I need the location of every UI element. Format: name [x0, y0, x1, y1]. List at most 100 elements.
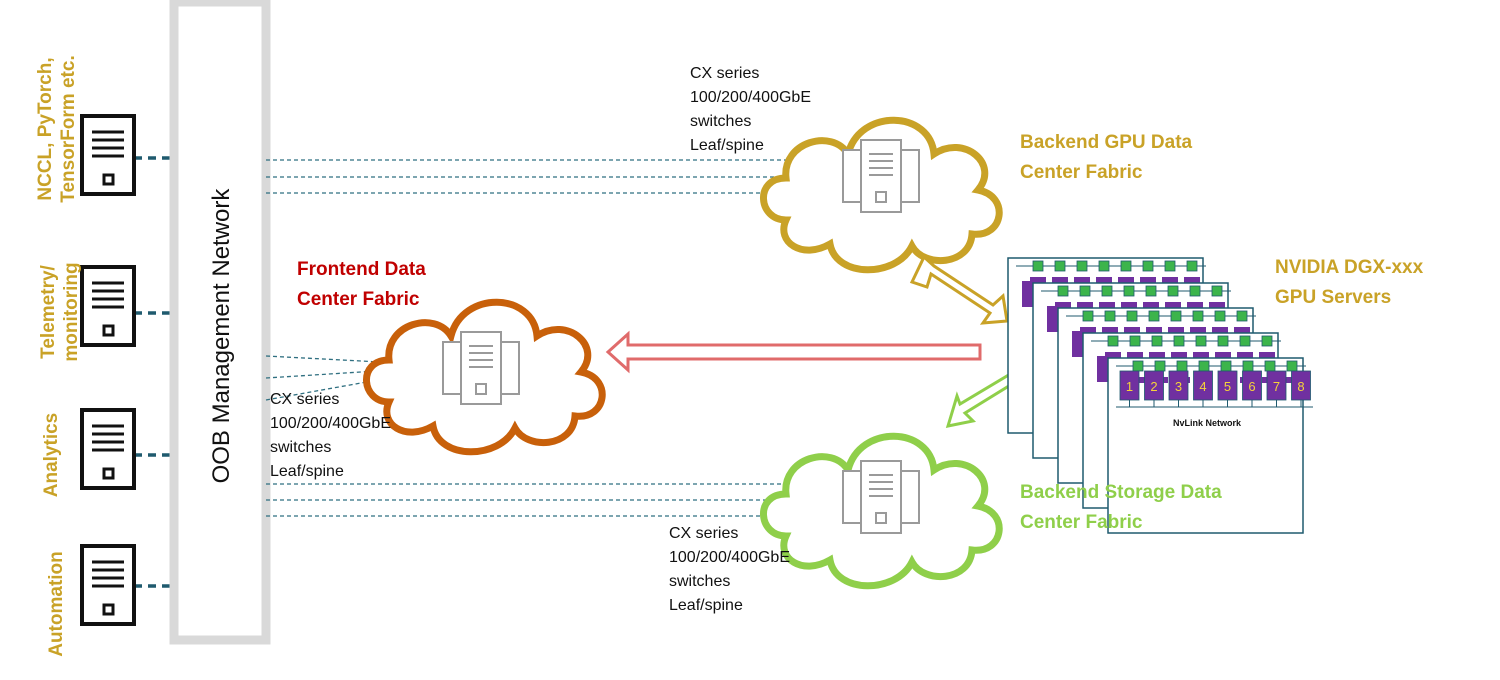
gpu-link-bar: [1074, 277, 1090, 283]
gpu-link-bar: [1052, 277, 1068, 283]
nvswitch-node: [1142, 260, 1154, 272]
gpu-link-arrow: [909, 254, 1009, 325]
oob-network-label: OOB Management Network: [208, 188, 235, 484]
gpu-fabric-switch-icon: [842, 139, 920, 213]
gpu-4-label: 4: [1199, 379, 1206, 394]
frontend-switch-icon: [442, 331, 520, 405]
nvswitch-node: [1120, 260, 1132, 272]
frontend-switch-note: CX series 100/200/400GbE switches Leaf/s…: [270, 391, 391, 480]
nvswitch-node: [1154, 360, 1166, 372]
gpu-link-bar: [1162, 277, 1178, 283]
nvswitch-node: [1186, 260, 1198, 272]
oob-to-frontend-lines: [265, 355, 457, 401]
nvswitch-node: [1076, 260, 1088, 272]
gpu-link-bar: [1234, 327, 1250, 333]
gpu-link-bar: [1102, 327, 1118, 333]
gpu-7-label: 7: [1273, 379, 1280, 394]
nvswitch-node: [1151, 335, 1163, 347]
tool-server-icon-3: [80, 408, 136, 490]
gpu-link-bar: [1190, 327, 1206, 333]
gpu-link-bar: [1184, 277, 1200, 283]
gpu-link-bar: [1215, 352, 1231, 358]
nvswitch-node: [1132, 360, 1144, 372]
tool-label-analytics: Analytics: [41, 412, 62, 498]
frontend-fabric-label: Frontend Data Center Fabric: [297, 259, 426, 310]
nvswitch-node: [1286, 360, 1298, 372]
nvswitch-node: [1198, 360, 1210, 372]
tool-label-telemetry: Telemetry/ monitoring: [38, 262, 82, 362]
backend-gpu-fabric-label: Backend GPU Data Center Fabric: [1020, 132, 1193, 183]
oob-to-storage-lines: [266, 483, 842, 517]
tool-server-icon-1: [80, 114, 136, 196]
tool-label-automation: Automation: [46, 551, 67, 657]
nvswitch-node: [1032, 260, 1044, 272]
nvswitch-node: [1176, 360, 1188, 372]
backend-storage-fabric-label: Backend Storage Data Center Fabric: [1020, 482, 1222, 533]
oob-management-bar: [169, 0, 271, 645]
nvswitch-node: [1264, 360, 1276, 372]
gpu-8-label: 8: [1297, 379, 1304, 394]
oob-to-gpu-fabric-lines: [266, 159, 842, 194]
gpu-link-bar: [1193, 352, 1209, 358]
tool-server-icon-2: [80, 265, 136, 347]
nvswitch-node: [1236, 310, 1248, 322]
gpu-link-bar: [1080, 327, 1096, 333]
nvswitch-node: [1220, 360, 1232, 372]
nvswitch-node: [1261, 335, 1273, 347]
nvswitch-node: [1129, 335, 1141, 347]
gpu-link-bar: [1140, 277, 1156, 283]
gpu-link-bar: [1096, 277, 1112, 283]
gpu-link-bar: [1259, 352, 1275, 358]
nvswitch-node: [1107, 335, 1119, 347]
gpu-link-bar: [1212, 327, 1228, 333]
nvswitch-node: [1148, 310, 1160, 322]
nvswitch-node: [1098, 260, 1110, 272]
nvswitch-node: [1126, 310, 1138, 322]
nvswitch-node: [1082, 310, 1094, 322]
nvswitch-node: [1242, 360, 1254, 372]
gpu-6-label: 6: [1248, 379, 1255, 394]
gpu-link-bar: [1124, 327, 1140, 333]
gpu-link-bar: [1118, 277, 1134, 283]
nvswitch-node: [1101, 285, 1113, 297]
servers-to-frontend-arrow: [605, 330, 982, 374]
nvswitch-node: [1079, 285, 1091, 297]
nvlink-network-label: NvLink Network: [1173, 418, 1242, 428]
gpu-link-bar: [1149, 352, 1165, 358]
nvswitch-node: [1123, 285, 1135, 297]
tool-dash-lines: [134, 156, 178, 588]
gpu-link-bar: [1237, 352, 1253, 358]
gpu-link-bar: [1030, 277, 1046, 283]
nvswitch-node: [1214, 310, 1226, 322]
nvswitch-node: [1164, 260, 1176, 272]
gpu-link-bar: [1121, 302, 1137, 308]
gpu-2-label: 2: [1150, 379, 1157, 394]
gpu-link-bar: [1209, 302, 1225, 308]
gpu-link-bar: [1143, 302, 1159, 308]
gpu-5-label: 5: [1224, 379, 1231, 394]
gpu-link-bar: [1077, 302, 1093, 308]
nvswitch-node: [1211, 285, 1223, 297]
gpu-servers-label: NVIDIA DGX-xxx GPU Servers: [1275, 257, 1424, 308]
nvswitch-node: [1189, 285, 1201, 297]
gpu-fabric-switch-note: CX series 100/200/400GbE switches Leaf/s…: [690, 65, 811, 154]
nvswitch-node: [1192, 310, 1204, 322]
gpu-3-label: 3: [1175, 379, 1182, 394]
nvswitch-node: [1145, 285, 1157, 297]
tool-server-icon-4: [80, 544, 136, 626]
gpu-link-bar: [1187, 302, 1203, 308]
gpu-link-bar: [1105, 352, 1121, 358]
nvswitch-node: [1173, 335, 1185, 347]
nvswitch-node: [1239, 335, 1251, 347]
nvswitch-node: [1167, 285, 1179, 297]
gpu-link-bar: [1146, 327, 1162, 333]
gpu-link-bar: [1165, 302, 1181, 308]
gpu-link-bar: [1099, 302, 1115, 308]
nvswitch-node: [1057, 285, 1069, 297]
gpu-link-bar: [1168, 327, 1184, 333]
gpu-link-bar: [1055, 302, 1071, 308]
nvswitch-node: [1054, 260, 1066, 272]
